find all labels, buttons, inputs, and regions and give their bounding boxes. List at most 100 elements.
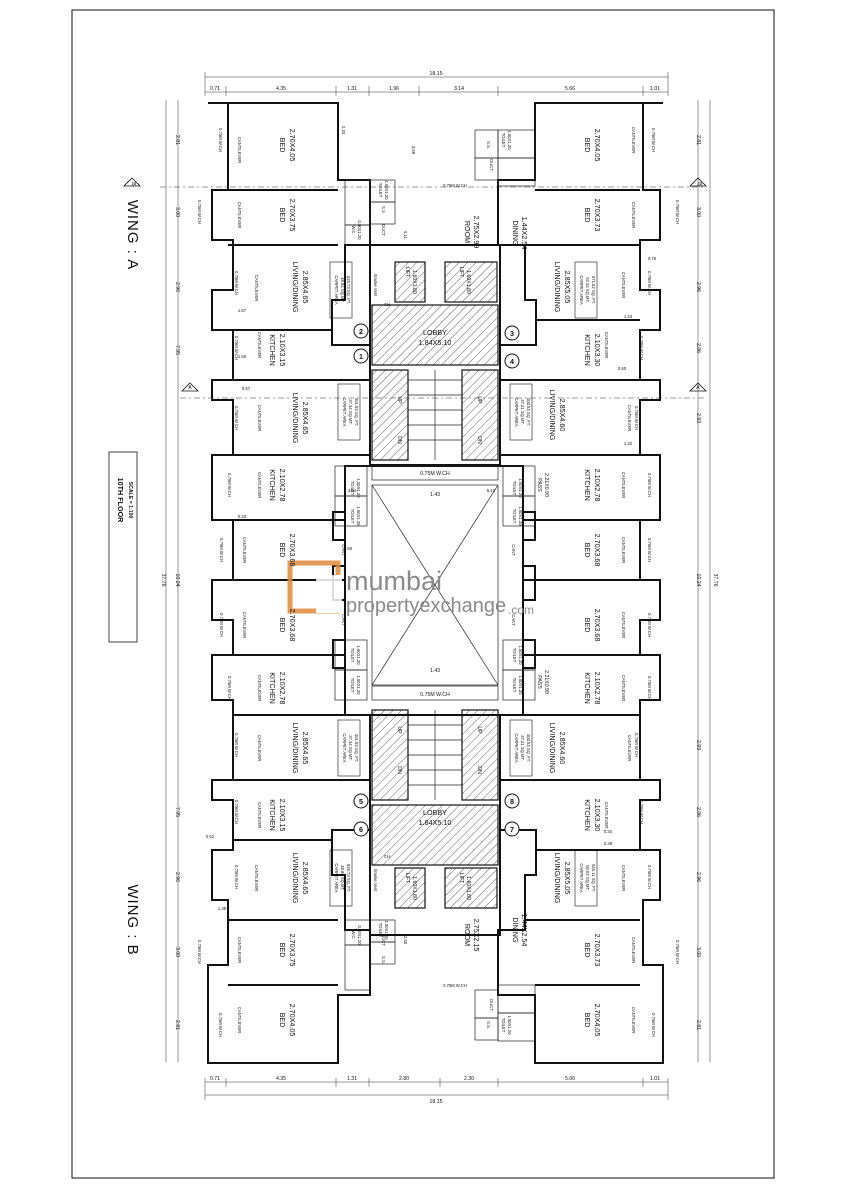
- smoke-vent-label: Smoke Vent: [373, 869, 378, 892]
- lobby-label: LOBBY: [423, 808, 447, 817]
- room-name: BED: [583, 618, 592, 633]
- room-size: 2.85X5.05: [563, 862, 572, 895]
- wch-label: 0.75M W.CH: [634, 406, 639, 430]
- room-size: 1.44X2.54: [520, 217, 529, 250]
- lift-top-left: [394, 261, 426, 303]
- dimension-text: 1.35: [218, 906, 227, 911]
- duct-label: DUCT: [381, 934, 386, 946]
- cantilever-label: CANTILEVER: [621, 865, 626, 891]
- carpet-area-label: CARPET AREA: [579, 863, 584, 892]
- room-name: PASS: [536, 675, 542, 689]
- cantilever-label: CANTILEVER: [631, 127, 636, 153]
- section-marker: A: [188, 385, 192, 391]
- floor-title: 10TH FLOOR: [116, 478, 125, 524]
- dimension-text: 3.59: [411, 146, 416, 155]
- room-size: 2.85X4.65: [301, 271, 310, 304]
- lift-bottom-right: [444, 867, 498, 909]
- dimension-text: 0.59: [344, 546, 353, 551]
- cantilever-label: CANTILEVER: [237, 937, 242, 963]
- dimension-text: 3.00: [695, 207, 701, 217]
- wch-label: 0.75M W.CH: [234, 865, 239, 889]
- cantilever-label: CANTILEVER: [621, 472, 626, 498]
- toilet-size: 1.50X1.20: [384, 180, 389, 200]
- section-marker: B: [696, 182, 702, 186]
- dimension-text: 4.35: [276, 1076, 286, 1082]
- toilet-size: 1.50X1.20: [507, 130, 512, 150]
- wch-label: 0.75M W.CH: [218, 128, 223, 152]
- wch-label: 0.75M W.CH: [647, 613, 652, 637]
- cantilever-label: CANTILEVER: [604, 802, 609, 828]
- watermark-text: propertyexchange: [346, 595, 506, 617]
- dimension-text: 0.34: [604, 829, 613, 834]
- watermark-suffix: .com: [508, 603, 534, 617]
- lift-bottom-left: [394, 867, 426, 909]
- carpet-area-box: [509, 383, 533, 441]
- room-name: DINING: [511, 917, 520, 943]
- dimension-text: 10.24: [695, 574, 701, 587]
- toilet-label: TOILET: [512, 509, 517, 524]
- carpet-area-label: CARPET AREA: [514, 733, 519, 762]
- lobby-label: LOBBY: [423, 328, 447, 337]
- room-name: BED: [278, 618, 287, 633]
- flat-number: 1: [359, 352, 363, 361]
- wc-size: 0.90X1.20: [357, 925, 362, 945]
- duct-label: DUCT: [489, 159, 494, 171]
- room-name: LIVING/DINING: [291, 723, 300, 774]
- room-size: 2.70X3.75: [288, 934, 297, 967]
- carpet-area-sqft: 646.11 SQ. FT.: [591, 864, 596, 892]
- toilet-label: TOILET: [350, 481, 355, 496]
- room-size: 2.85X4.65: [301, 402, 310, 435]
- wc-label: W.C.: [351, 225, 356, 234]
- wch-label: 0.75M W.CH: [647, 473, 652, 497]
- cantilever-label: CANTILEVER: [627, 405, 632, 431]
- dimension-text: 0.60: [618, 366, 627, 371]
- room-size: 2.70X4.05: [593, 1004, 602, 1037]
- room-size: 2.10X3.30: [593, 799, 602, 832]
- toilet-label: TOILET: [350, 509, 355, 524]
- room-name: KITCHEN: [583, 672, 592, 704]
- cantilever-label: CANTILEVER: [621, 675, 626, 701]
- room-size: 2.10X2.78: [278, 469, 287, 502]
- room-size: 1.44X2.54: [520, 914, 529, 947]
- carpet-area-box: [337, 719, 361, 777]
- flat-number: 6: [359, 825, 363, 834]
- cantilever-label: CANTILEVER: [604, 332, 609, 358]
- flat-number: 8: [510, 797, 514, 806]
- lobby-top-hatch: [371, 304, 499, 366]
- wch-label: 0.75M W.CH: [234, 336, 239, 360]
- section-marker: B: [130, 182, 136, 186]
- wch-label: 0.75M W.CH: [234, 733, 239, 757]
- room-size: 2.70X3.68: [593, 609, 602, 642]
- dimension-text: 0.62: [206, 834, 215, 839]
- carpet-area-box: [574, 849, 598, 907]
- cantilever-label: CANTILEVER: [257, 802, 262, 828]
- cantilever-label: CANTILEVER: [257, 472, 262, 498]
- wch-label: 0.75M W.CH: [227, 473, 232, 497]
- toilet-label: TOILET: [350, 678, 355, 693]
- lobby-bottom-hatch: [371, 804, 499, 866]
- cant-label: CANT: [511, 614, 516, 626]
- room-size: 2.10X3.15: [278, 799, 287, 832]
- chute-label: CH: [384, 854, 390, 859]
- cantilever-label: CANTILEVER: [631, 1007, 636, 1033]
- stair-up: UP: [396, 396, 402, 404]
- carpet-area-sqmt: 37.34 SQ.MT.: [348, 399, 353, 425]
- lift-label: LIFT: [458, 267, 464, 278]
- cantilever-label: CANTILEVER: [254, 865, 259, 891]
- dimension-text: 1.31: [347, 86, 357, 92]
- toilet-size: 1.50X1.20: [518, 478, 523, 498]
- stair-down: DN: [476, 766, 482, 774]
- wch-label: 0.75M W.CH: [647, 271, 652, 295]
- dimension-text: 7.95: [174, 345, 180, 355]
- stair-bottom-right: [461, 709, 499, 801]
- room-name: KITCHEN: [583, 334, 592, 366]
- dimension-text: 5.66: [565, 86, 575, 92]
- carpet-area-sqmt: 62.34 SQ.MT.: [585, 277, 590, 303]
- carpet-area-sqft: 401.93 SQ. FT.: [354, 398, 359, 426]
- room-size: 2.10X2.78: [593, 672, 602, 705]
- dimension-total: 37.76: [160, 574, 166, 587]
- shaft-label: S.S.: [486, 1021, 491, 1029]
- duct-label: DUCT: [489, 999, 494, 1011]
